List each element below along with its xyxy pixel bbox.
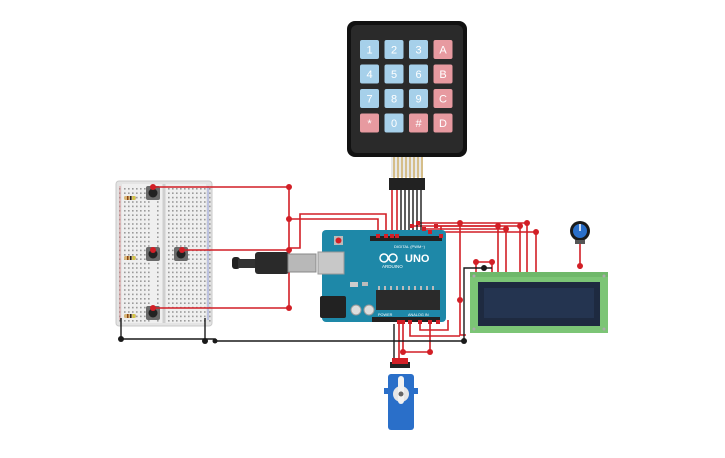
keypad-key[interactable]: 6 bbox=[409, 64, 428, 84]
keypad-key[interactable]: 8 bbox=[384, 89, 404, 108]
resistor-3[interactable] bbox=[124, 314, 136, 318]
resistor-1[interactable] bbox=[124, 196, 136, 200]
lcd-16x2[interactable] bbox=[470, 272, 608, 333]
arduino-model-label: UNO bbox=[405, 253, 430, 265]
keypad-key-label: 7 bbox=[366, 94, 372, 106]
keypad-key-label: 6 bbox=[415, 69, 421, 81]
keypad-key[interactable]: 5 bbox=[384, 64, 404, 84]
keypad-connector bbox=[389, 157, 425, 190]
arduino-infinity-logo bbox=[379, 253, 398, 263]
analog-pins-label: ANALOG IN bbox=[408, 313, 429, 317]
ground-junctions bbox=[118, 265, 487, 344]
keypad-key-label: 9 bbox=[415, 94, 421, 106]
pushbutton-4[interactable] bbox=[146, 306, 160, 320]
keypad-key[interactable]: * bbox=[360, 113, 379, 133]
keypad-key-label: 0 bbox=[391, 118, 397, 130]
keypad-key[interactable]: # bbox=[409, 113, 428, 133]
arduino-brand-label: ARDUINO bbox=[382, 264, 403, 269]
pin-markers bbox=[376, 221, 443, 324]
keypad-4x4[interactable]: 1 2 3 A 4 5 6 B 7 8 9 C * 0 # D bbox=[347, 21, 467, 157]
power-pins-label: POWER bbox=[378, 313, 393, 317]
keypad-key-label: 3 bbox=[415, 45, 421, 57]
keypad-key-label: B bbox=[439, 69, 446, 81]
resistor-2[interactable] bbox=[124, 256, 136, 260]
keypad-key[interactable]: 7 bbox=[360, 89, 379, 108]
keypad-key[interactable]: 2 bbox=[384, 40, 404, 59]
keypad-key-label: 2 bbox=[391, 45, 397, 57]
pushbutton-1[interactable] bbox=[146, 186, 160, 200]
usb-cable-icon[interactable] bbox=[232, 252, 317, 274]
keypad-key[interactable]: C bbox=[433, 89, 453, 108]
potentiometer-icon[interactable] bbox=[570, 221, 590, 244]
breadboard[interactable] bbox=[115, 180, 213, 327]
keypad-key[interactable]: 4 bbox=[360, 64, 379, 84]
keypad-key-label: 4 bbox=[366, 69, 372, 81]
servo-motor-icon[interactable] bbox=[384, 358, 418, 430]
keypad-key[interactable]: 1 bbox=[360, 40, 379, 59]
keypad-key[interactable]: 3 bbox=[409, 40, 428, 59]
keypad-key-label: 8 bbox=[391, 94, 397, 106]
keypad-key[interactable]: B bbox=[433, 64, 453, 84]
keypad-key-label: * bbox=[367, 118, 372, 130]
keypad-key-label: 5 bbox=[391, 69, 397, 81]
keypad-key-label: C bbox=[439, 94, 447, 106]
keypad-key[interactable]: 9 bbox=[409, 89, 428, 108]
keypad-key[interactable]: 0 bbox=[384, 113, 404, 133]
keypad-key-label: # bbox=[415, 118, 422, 130]
arduino-uno[interactable]: ARDUINO UNO DIGITAL (PWM~) POWER ANALOG … bbox=[317, 230, 446, 322]
keypad-key-label: D bbox=[439, 118, 447, 130]
digital-pins-label: DIGITAL (PWM~) bbox=[394, 244, 426, 249]
wire-junctions bbox=[150, 184, 583, 355]
keypad-key-label: 1 bbox=[366, 45, 372, 57]
keypad-key-label: A bbox=[439, 45, 447, 57]
keypad-key[interactable]: D bbox=[433, 113, 453, 133]
keypad-key[interactable]: A bbox=[433, 40, 453, 59]
